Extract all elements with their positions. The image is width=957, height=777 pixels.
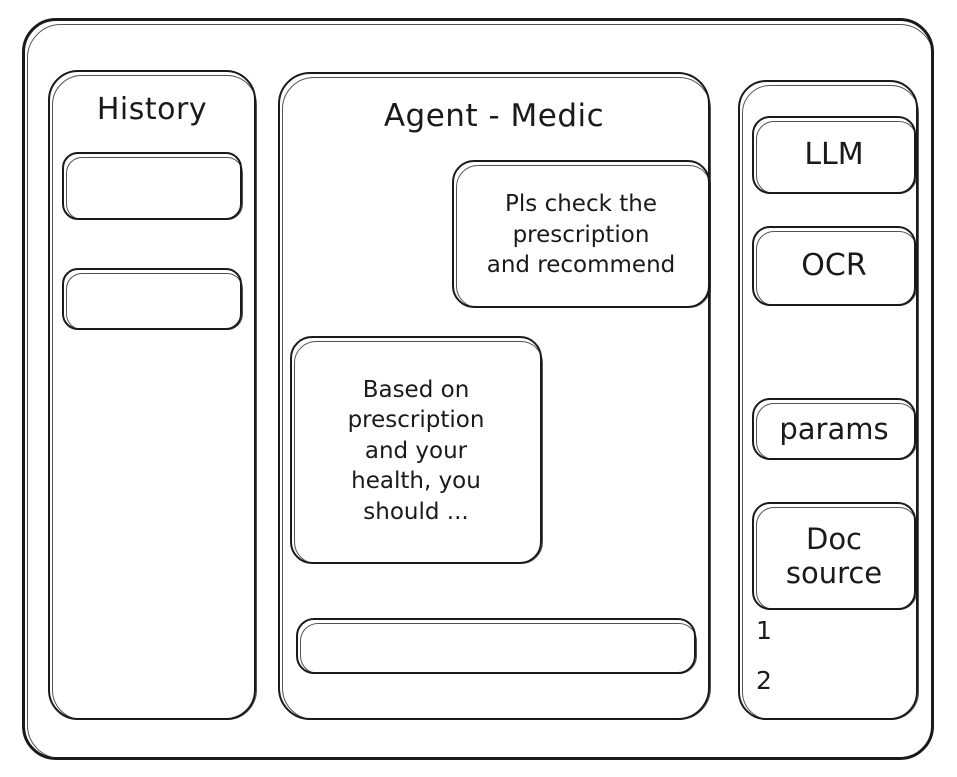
tool-button-label: params bbox=[779, 411, 889, 446]
history-panel-title: History bbox=[96, 92, 208, 127]
user-message-line: Pls check the bbox=[505, 191, 657, 218]
tool-button-label: Doc bbox=[805, 521, 863, 556]
tool-button-label: OCR bbox=[801, 248, 867, 284]
assistant-message-line: health, you bbox=[351, 468, 481, 495]
assistant-message-bubble: Based on prescription and your health, y… bbox=[290, 336, 543, 564]
user-message-bubble: Pls check the prescription and recommend bbox=[452, 160, 711, 308]
assistant-message-line: Based on bbox=[362, 376, 470, 403]
tool-button-ocr[interactable]: OCR bbox=[752, 226, 917, 306]
tool-button-label: source bbox=[785, 556, 883, 590]
tool-button-params[interactable]: params bbox=[752, 398, 917, 460]
assistant-message-line: and your bbox=[364, 437, 468, 464]
doc-source-ref-item[interactable]: 1 bbox=[756, 616, 772, 645]
user-message-line: prescription bbox=[512, 221, 650, 248]
tool-button-doc-source[interactable]: Doc source bbox=[752, 502, 917, 610]
doc-source-ref-item[interactable]: 2 bbox=[756, 666, 772, 695]
tool-button-label: LLM bbox=[804, 137, 864, 173]
tool-button-llm[interactable]: LLM bbox=[752, 116, 917, 194]
user-message-line: and recommend bbox=[486, 252, 676, 279]
agent-title: Agent - Medic bbox=[383, 98, 605, 134]
app-window-frame bbox=[22, 18, 934, 760]
history-list-item[interactable] bbox=[62, 152, 243, 220]
assistant-message-line: prescription bbox=[347, 407, 485, 434]
history-list-item[interactable] bbox=[62, 268, 243, 330]
assistant-message-line: should ... bbox=[363, 498, 469, 525]
message-composer-input[interactable] bbox=[296, 618, 697, 674]
